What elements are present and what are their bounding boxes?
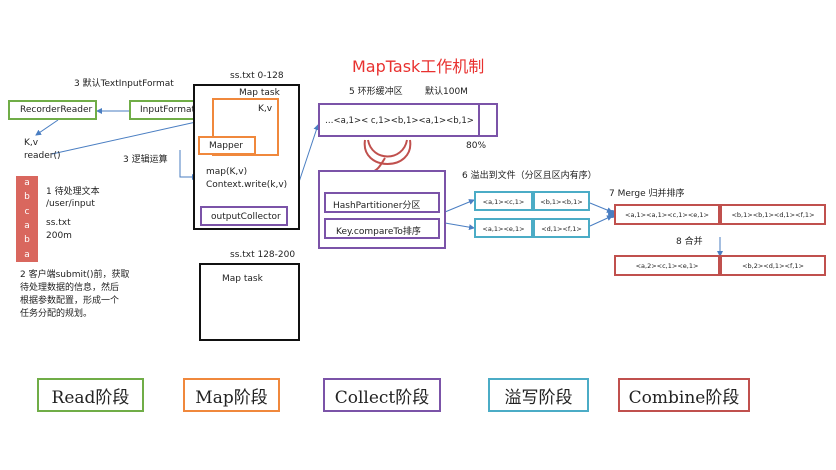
combine-cell-a: <a,2><c,1><e,1>: [614, 255, 720, 276]
logic-op-label: 3 逻辑运算: [123, 155, 168, 165]
ss-txt-0-128-label: ss.txt 0-128: [230, 71, 284, 81]
file-char: b: [24, 192, 30, 203]
step1-line1: 1 待处理文本: [46, 187, 100, 197]
buffer-divider: [478, 103, 480, 137]
spill-row2-a: <a,1><e,1>: [474, 218, 533, 238]
map-kv-label: map(K,v): [206, 167, 248, 177]
step2-line: 待处理数据的信息，然后: [20, 283, 120, 293]
step2-line: 2 客户端submit()前，获取: [20, 270, 130, 280]
ring-buffer-label: 5 环形缓冲区: [349, 87, 403, 97]
spill-row1-b: <b,1><b,1>: [533, 191, 590, 211]
file-char: c: [24, 206, 30, 217]
input-format-label: InputFormat: [140, 105, 196, 115]
reader-call-label: reader(): [24, 151, 61, 161]
default-100m-label: 默认100M: [425, 87, 468, 97]
map-task-bottom-label: Map task: [222, 274, 263, 284]
step2-line: 根据参数配置，形成一个: [20, 296, 120, 306]
merge-cell-text: <b,1><b,1><d,1><f,1>: [731, 211, 815, 219]
hash-partitioner-label: HashPartitioner分区: [333, 201, 421, 211]
mapper-orange-frame: [212, 98, 279, 156]
diagram-title: MapTask工作机制: [352, 57, 485, 76]
input-format-box: InputFormat: [129, 100, 212, 120]
record-reader-box: RecorderReader: [8, 100, 97, 120]
map-task-box-2: Map task: [199, 263, 300, 341]
step1-line4: 200m: [46, 231, 72, 241]
output-collector-box: outputCollector: [200, 206, 288, 226]
spill-row2-b: <d,1><f,1>: [533, 218, 590, 238]
mapper-box: Mapper: [198, 136, 256, 155]
legend-spill: 溢写阶段: [488, 378, 589, 412]
combine-cell-b: <b,2><d,1><f,1>: [720, 255, 826, 276]
percent-80-label: 80%: [466, 141, 487, 151]
spill-cell: <a,1><c,1>: [482, 198, 525, 206]
input-format-default-label: 3 默认TextInputFormat: [74, 79, 174, 89]
spill-row1-a: <a,1><c,1>: [474, 191, 533, 211]
file-char: a: [24, 249, 30, 260]
context-write-label: Context.write(k,v): [206, 180, 288, 190]
legend-read: Read阶段: [37, 378, 144, 412]
merge-cell-a: <a,1><a,1><c,1><e,1>: [614, 204, 720, 225]
spill-cell: <d,1><f,1>: [541, 225, 582, 233]
spill-to-file-label: 6 溢出到文件（分区且区内有序）: [462, 171, 597, 181]
buffer-content: …<a,1>< c,1><b,1><a,1><b,1>: [325, 116, 474, 126]
spill-cell: <a,1><e,1>: [482, 225, 525, 233]
legend-combine: Combine阶段: [618, 378, 750, 412]
record-reader-label: RecorderReader: [20, 105, 93, 115]
merge-sort-label: 7 Merge 归并排序: [609, 189, 685, 199]
combine-cell-text: <b,2><d,1><f,1>: [742, 262, 804, 270]
merge-cell-text: <a,1><a,1><c,1><e,1>: [625, 211, 709, 219]
ring-buffer-box: …<a,1>< c,1><b,1><a,1><b,1>: [318, 103, 498, 137]
map-task-box: Map task: [193, 84, 300, 230]
hash-partitioner-box: HashPartitioner分区: [324, 192, 440, 213]
mapper-label: Mapper: [209, 141, 243, 151]
merge-cell-b: <b,1><b,1><d,1><f,1>: [720, 204, 826, 225]
key-compare-label: Key.compareTo排序: [336, 227, 421, 237]
file-char: a: [24, 221, 30, 232]
output-collector-label: outputCollector: [211, 212, 281, 222]
step2-line: 任务分配的规划。: [20, 309, 93, 319]
step1-line3: ss.txt: [46, 218, 71, 228]
input-file-column: a b c a b a: [16, 176, 38, 262]
file-char: a: [24, 178, 30, 189]
legend-map: Map阶段: [183, 378, 280, 412]
ss-txt-128-200-label: ss.txt 128-200: [230, 250, 296, 260]
kv-right-label: K,v: [258, 104, 273, 114]
combine-cell-text: <a,2><c,1><e,1>: [635, 262, 699, 270]
combine-label: 8 合并: [676, 237, 703, 247]
legend-collect: Collect阶段: [323, 378, 441, 412]
key-compare-box: Key.compareTo排序: [324, 218, 440, 239]
map-task-top-label: Map task: [239, 88, 280, 98]
step1-line2: /user/input: [46, 199, 95, 209]
file-char: b: [24, 235, 30, 246]
kv-left-label: K,v: [24, 138, 39, 148]
spill-cell: <b,1><b,1>: [540, 198, 583, 206]
